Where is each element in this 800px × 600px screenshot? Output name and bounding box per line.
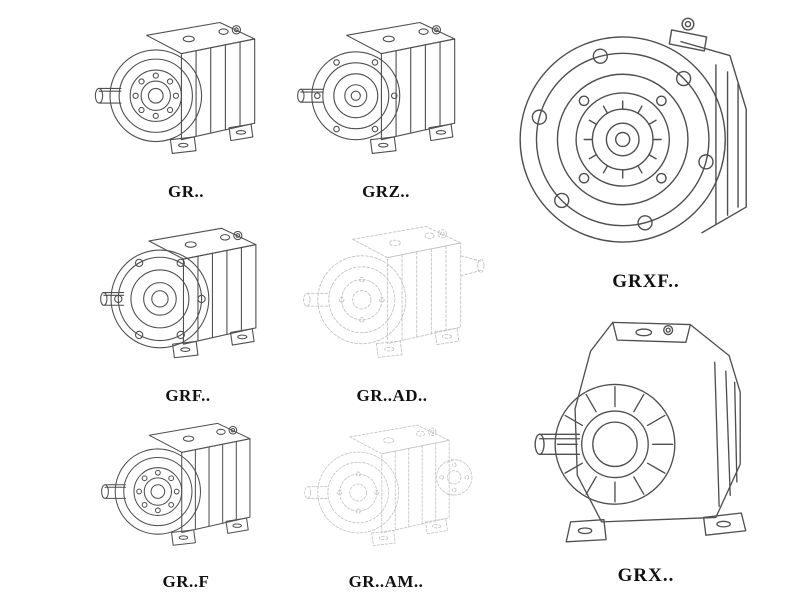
mounting-feet	[565, 512, 747, 543]
gearbox-drawing-gr	[94, 21, 256, 154]
input-flange-face	[110, 249, 210, 349]
cell-gr-am: GR..AM..	[286, 410, 486, 596]
output-shaft	[297, 88, 324, 103]
cell-gr: GR..	[88, 6, 284, 206]
output-shaft	[94, 87, 122, 104]
label-gr-am: GR..AM..	[348, 572, 424, 591]
label-gr: GR..	[168, 182, 204, 201]
mounting-flange-face	[519, 36, 726, 243]
cell-gr-f: GR..F	[88, 408, 284, 596]
gearbox-drawing-grf	[100, 227, 257, 359]
gearbox-drawing-grz	[297, 21, 456, 154]
label-grx: GRX..	[617, 565, 675, 586]
label-grxf: GRXF..	[612, 271, 680, 292]
gearbox-housing	[668, 17, 747, 234]
cell-gr-ad: GR..AD..	[290, 210, 494, 410]
cell-grx: GRX..	[498, 298, 794, 590]
label-grf: GRF..	[165, 386, 211, 405]
label-gr-f: GR..F	[162, 572, 210, 591]
cell-grf: GRF..	[88, 212, 288, 410]
input-gear-hub	[583, 100, 662, 179]
bearing-face	[311, 51, 401, 141]
output-shaft	[100, 292, 125, 306]
gearbox-drawing-gr-ad	[303, 226, 485, 358]
output-shaft	[101, 484, 126, 499]
gearbox-housing-phantom	[352, 226, 462, 358]
gearbox-drawing-gr-am	[304, 424, 473, 547]
bearing-face-phantom	[317, 451, 400, 534]
motor-adapter-flange-phantom	[436, 459, 473, 496]
bearing-face-phantom	[317, 255, 407, 345]
gearbox-drawing-grxf	[519, 17, 747, 243]
input-shaft-adapter-phantom	[460, 255, 485, 277]
output-shaft-phantom	[304, 486, 329, 499]
gearbox-housing	[574, 321, 741, 523]
output-shaft-phantom	[303, 292, 330, 307]
bearing-face	[109, 49, 203, 143]
gearbox-drawing-grx	[534, 321, 747, 543]
cell-grz: GRZ..	[288, 6, 484, 206]
label-grz: GRZ..	[362, 182, 410, 201]
cell-grxf: GRXF..	[498, 2, 794, 296]
output-shaft	[534, 433, 581, 455]
output-shaft-boss	[554, 383, 676, 505]
label-gr-ad: GR..AD..	[356, 386, 428, 405]
gearbox-housing-phantom	[349, 424, 450, 547]
gearbox-drawing-gr-f	[101, 422, 251, 546]
bearing-face	[114, 448, 202, 535]
